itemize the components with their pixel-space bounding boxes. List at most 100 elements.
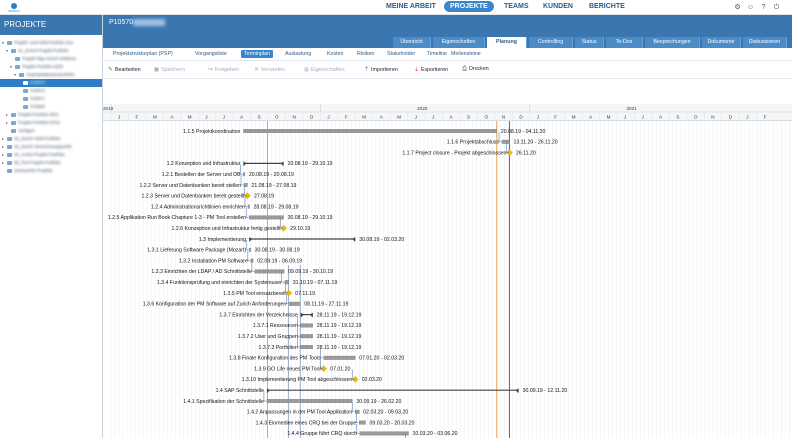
task-bar[interactable] (243, 183, 248, 187)
subtab-stakeholder[interactable]: Stakeholder (387, 51, 416, 57)
gantt-row[interactable]: 1.2.4 Administrationsrichtlinien einrich… (151, 196, 299, 211)
collapsed-icon[interactable]: ▸ (2, 152, 5, 157)
tree-item[interactable]: ▸Projekt Portfolio 2021 (0, 111, 102, 119)
gantt-row[interactable]: 1.2.2 Server und Datenbanken bereit stel… (139, 175, 297, 189)
gantt-row[interactable]: 1.4.2 Anpassungen in der PM Tool Applika… (247, 402, 409, 416)
collapsed-icon[interactable]: ▸ (2, 160, 5, 165)
tab-planung[interactable]: Planung (487, 37, 527, 48)
nav-berichte[interactable]: BERICHTE (589, 3, 625, 10)
milestone-diamond[interactable] (320, 365, 327, 372)
task-bar[interactable] (359, 431, 409, 436)
tree-item[interactable]: Vorlagen (0, 127, 102, 135)
nav-teams[interactable]: TEAMS (504, 3, 529, 10)
eigenschaften-button[interactable]: ◍Eigenschaften (303, 66, 345, 73)
tree-item[interactable]: P10572 (0, 87, 102, 95)
gantt-row[interactable]: 1.3.4 Funktionsprüfung und einrichten de… (157, 272, 338, 286)
importieren-button[interactable]: ⇡Importieren (363, 66, 398, 73)
task-bar[interactable] (254, 269, 285, 274)
task-bar[interactable] (266, 399, 353, 403)
gantt-row[interactable]: 1.4.3 Einrnedien eines CRQ bei der Grupp… (256, 412, 415, 427)
tab-to-dos[interactable]: To-Dos (606, 37, 643, 48)
subtab-meilensteine[interactable]: Meilensteine (451, 51, 481, 57)
gantt-row[interactable]: 1.3.1 Lieferung Software Package (Mozart… (147, 240, 300, 254)
tab-dokumente[interactable]: Dokumente (702, 37, 741, 48)
task-bar[interactable] (243, 129, 497, 133)
task-bar[interactable] (247, 204, 250, 209)
subtab-kosten[interactable]: Kosten (327, 51, 344, 57)
tab-eigenschaften[interactable]: Eigenschaften (433, 37, 485, 48)
task-bar[interactable] (300, 334, 313, 339)
tree-item[interactable]: ▾Projekt Portfolio 2020 (0, 63, 102, 71)
milestone-diamond[interactable] (506, 149, 513, 156)
expanded-icon[interactable]: ▾ (14, 72, 17, 77)
tab-status[interactable]: Status (575, 37, 604, 48)
drucken-button[interactable]: ⎙Drucken (461, 66, 489, 73)
user-icon[interactable]: ☺ (746, 4, 755, 11)
task-bar[interactable] (300, 345, 313, 349)
milestone-diamond[interactable] (280, 224, 287, 232)
tree-item[interactable]: P10570 (0, 79, 102, 87)
task-bar[interactable] (284, 280, 289, 285)
task-bar[interactable] (323, 355, 356, 360)
task-bar[interactable] (355, 409, 360, 414)
milestone-diamond[interactable] (244, 192, 251, 200)
nav-projekte[interactable]: PROJEKTE (444, 1, 494, 12)
tab-bersicht[interactable]: Übersicht (393, 37, 431, 48)
task-bar[interactable] (300, 323, 313, 328)
gantt-row[interactable]: 1.2.3 Server und Datenbanken bereit gest… (141, 186, 274, 200)
gantt-row[interactable]: 1.2.5 Applikation Run Book Chapture 1-3 … (108, 207, 333, 222)
tree-item[interactable]: ▸04_Archiv Projekt Portfolio (0, 151, 102, 159)
speichern-button[interactable]: ▣Speichern (153, 66, 185, 73)
collapsed-icon[interactable]: ▸ (6, 112, 9, 117)
milestone-diamond[interactable] (285, 289, 293, 297)
verwerfen-button[interactable]: ✕Verwerfen (253, 66, 285, 73)
expanded-icon[interactable]: ▾ (6, 48, 9, 53)
task-bar[interactable] (249, 215, 284, 220)
tab-controlling[interactable]: Controlling (529, 37, 573, 48)
nav-meine-arbeit[interactable]: MEINE ARBEIT (386, 3, 436, 10)
gantt-row[interactable]: 1.3.10 Implementierung PM Tool abgeschlo… (242, 369, 382, 384)
tree-item[interactable]: ▾Projekt- und ADM Portfolio Zuri (0, 39, 102, 47)
freigeben-button[interactable]: ↪Freigeben (207, 66, 239, 73)
tree-item[interactable]: ▾Vorprojektphasenportfolio (0, 71, 102, 79)
subtab-timeline[interactable]: Timeline (427, 51, 447, 57)
expanded-icon[interactable]: ▾ (2, 40, 5, 45)
subtab-auslastung[interactable]: Auslastung (285, 51, 312, 57)
tree-item[interactable]: ▸02_Zurich ADM Portfolio (0, 135, 102, 143)
bearbeiten-button[interactable]: ✎Bearbeiten (107, 66, 141, 73)
gantt-row[interactable]: 1.1.7 Project closure - Projekt abgeschl… (402, 142, 536, 157)
company-logo[interactable]: ZURICH (6, 3, 22, 13)
tree-item[interactable]: P10571 (0, 95, 102, 103)
tab-diskussionen[interactable]: Diskussionen (743, 37, 787, 48)
subtab-risiken[interactable]: Risiken (357, 51, 375, 57)
tree-item[interactable]: ▸Projekt Portfolio DiTra (0, 119, 102, 127)
tree-item[interactable]: ▾01_Zurich Projekt Portfolio (0, 47, 102, 55)
task-bar[interactable] (501, 139, 510, 144)
logout-icon[interactable]: ⏻ (773, 4, 780, 11)
task-bar[interactable] (243, 172, 246, 177)
help-icon[interactable]: ? (761, 4, 766, 11)
tree-item[interactable]: Projekt Rigo Zurich Debtone (0, 55, 102, 63)
collapsed-icon[interactable]: ▸ (2, 144, 5, 149)
exportieren-button[interactable]: ⇣Exportieren (413, 66, 448, 73)
task-bar[interactable] (249, 247, 251, 252)
tree-item[interactable]: P10569 (0, 103, 102, 111)
tree-item[interactable]: Geloeschte Projekte (0, 167, 102, 175)
nav-kunden[interactable]: KUNDEN (543, 3, 573, 10)
collapsed-icon[interactable]: ▸ (2, 136, 5, 141)
